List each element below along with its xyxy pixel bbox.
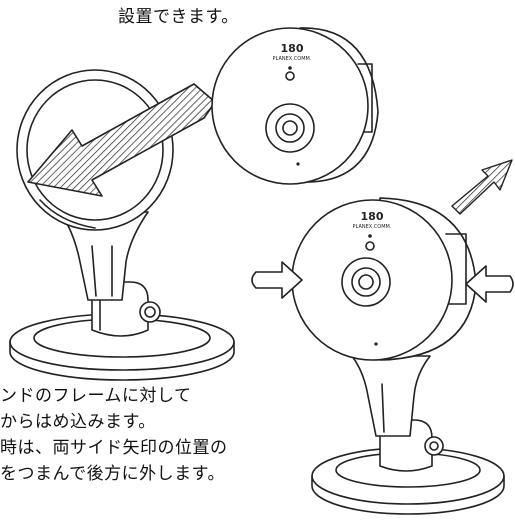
hatched-arrow-icon bbox=[451, 159, 513, 215]
camera-model-label: 180 bbox=[361, 210, 384, 223]
outline-arrow-icon bbox=[465, 265, 514, 303]
caption-line-4: をつまんで後方に外します。 bbox=[0, 464, 225, 484]
caption-line-1: ンドのフレームに対して bbox=[0, 386, 192, 406]
caption-line-3: 時は、両サイド矢印の位置の bbox=[0, 438, 228, 458]
caption-line-2: からはめ込みます。 bbox=[0, 412, 156, 432]
camera-model-label: 180 bbox=[281, 42, 304, 55]
outline-arrow-icon bbox=[251, 261, 303, 299]
camera-brand-label: PLANEX COMM. bbox=[353, 224, 392, 230]
camera-front: 180 PLANEX COMM. bbox=[211, 27, 379, 185]
hatched-arrow-icon bbox=[27, 83, 216, 197]
instruction-top-line: 設置できます。 bbox=[118, 7, 239, 27]
camera-brand-label: PLANEX COMM. bbox=[273, 56, 312, 62]
camera-assembled: 180 PLANEX COMM. bbox=[291, 197, 505, 515]
stand-with-frame bbox=[9, 69, 235, 381]
